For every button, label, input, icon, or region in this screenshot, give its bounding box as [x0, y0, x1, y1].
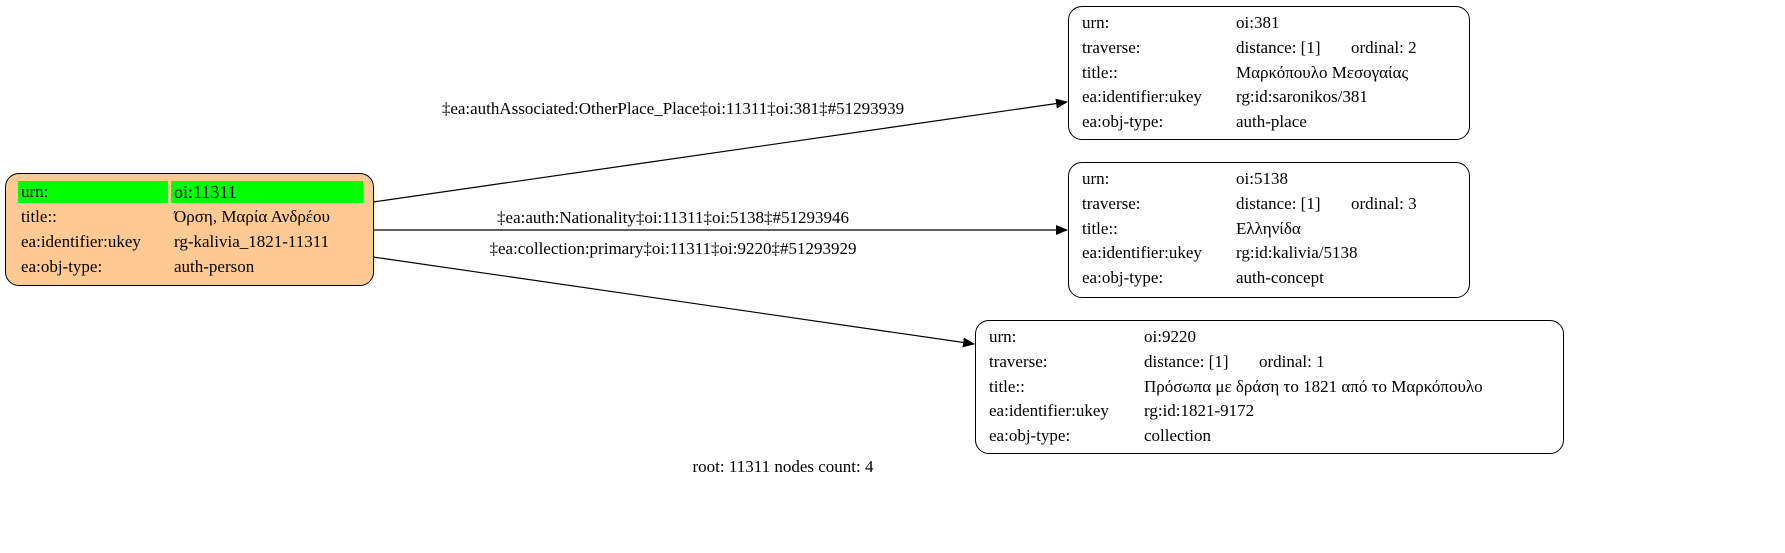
node-field-type-key: ea:obj-type:	[1082, 268, 1164, 288]
node-field-ukey-key: ea:identifier:ukey	[1082, 243, 1202, 263]
node-field-urn: oi:9220	[1144, 327, 1196, 346]
node-field-ukey-key: ea:identifier:ukey	[1082, 87, 1202, 107]
root-node[interactable]: urn: oi:11311 title:: Όρση, Μαρία Ανδρέο…	[5, 173, 374, 286]
node-field-traverse-key: traverse:	[989, 351, 1048, 371]
node-field-distance: distance: [1]	[1236, 37, 1321, 57]
root-ukey-value: rg-kalivia_1821-11311	[174, 232, 330, 251]
node-field-ordinal: ordinal: 1	[1259, 351, 1325, 371]
node-field-title-key: title::	[1082, 62, 1118, 82]
node-field-urn: oi:381	[1236, 13, 1280, 32]
graph-footer: root: 11311 nodes count: 4	[692, 457, 874, 476]
node-field-ukey-key: ea:identifier:ukey	[989, 401, 1109, 421]
root-type-value: auth-person	[174, 257, 255, 276]
root-title-value: Όρση, Μαρία Ανδρέου	[174, 207, 330, 226]
node-field-title-key: title::	[989, 376, 1025, 396]
edge-to-381	[372, 98, 1068, 203]
node-field-ukey: rg:id:kalivia/5138	[1236, 243, 1358, 263]
node-field-ordinal: ordinal: 3	[1351, 193, 1417, 213]
node-field-title: Μαρκόπουλο Μεσογαίας	[1236, 62, 1409, 82]
node-field-type-key: ea:obj-type:	[989, 426, 1071, 446]
node-field-distance: distance: [1]	[1236, 193, 1321, 213]
node-field-distance: distance: [1]	[1144, 351, 1229, 371]
node-field-type: collection	[1144, 426, 1212, 446]
node-field-type-key: ea:obj-type:	[1082, 112, 1164, 132]
node-field-ukey: rg:id:saronikos/381	[1236, 87, 1368, 107]
node-field-title-key: title::	[1082, 218, 1118, 238]
root-ukey-key: ea:identifier:ukey	[21, 232, 141, 251]
node-field-urn-key: urn:	[989, 327, 1017, 346]
edge-label: ‡ea:authAssociated:OtherPlace_Place‡oi:1…	[441, 99, 905, 118]
root-title-key: title::	[21, 207, 57, 226]
node-field-traverse-key: traverse:	[1082, 37, 1141, 57]
edge-to-9220	[372, 256, 975, 348]
node-381[interactable]: urn: oi:381 traverse: distance: [1] ordinal:…	[1068, 6, 1470, 140]
edge-label: ‡ea:collection:primary‡oi:11311‡oi:9220‡…	[489, 239, 857, 258]
node-field-traverse-key: traverse:	[1082, 193, 1141, 213]
root-urn-key: urn:	[18, 181, 168, 203]
node-field-ordinal: ordinal: 2	[1351, 37, 1417, 57]
node-field-urn-key: urn:	[1082, 169, 1110, 188]
node-field-type: auth-place	[1236, 112, 1307, 132]
node-field-urn-key: urn:	[1082, 13, 1110, 32]
edge-label: ‡ea:auth:Nationality‡oi:11311‡oi:5138‡#5…	[497, 208, 849, 227]
node-field-ukey: rg:id:1821-9172	[1144, 401, 1255, 421]
node-field-type: auth-concept	[1236, 268, 1324, 288]
node-field-urn: oi:5138	[1236, 169, 1288, 188]
root-urn-value: oi:11311	[171, 181, 363, 203]
node-field-title: Ελληνίδα	[1236, 218, 1301, 238]
root-type-key: ea:obj-type:	[21, 257, 103, 276]
node-9220[interactable]: urn: oi:9220 traverse: distance: [1] ordinal…	[975, 320, 1564, 454]
node-field-title: Πρόσωπα με δράση το 1821 από το Μαρκόπου…	[1144, 376, 1483, 396]
node-5138[interactable]: urn: oi:5138 traverse: distance: [1] ordinal…	[1068, 162, 1470, 298]
